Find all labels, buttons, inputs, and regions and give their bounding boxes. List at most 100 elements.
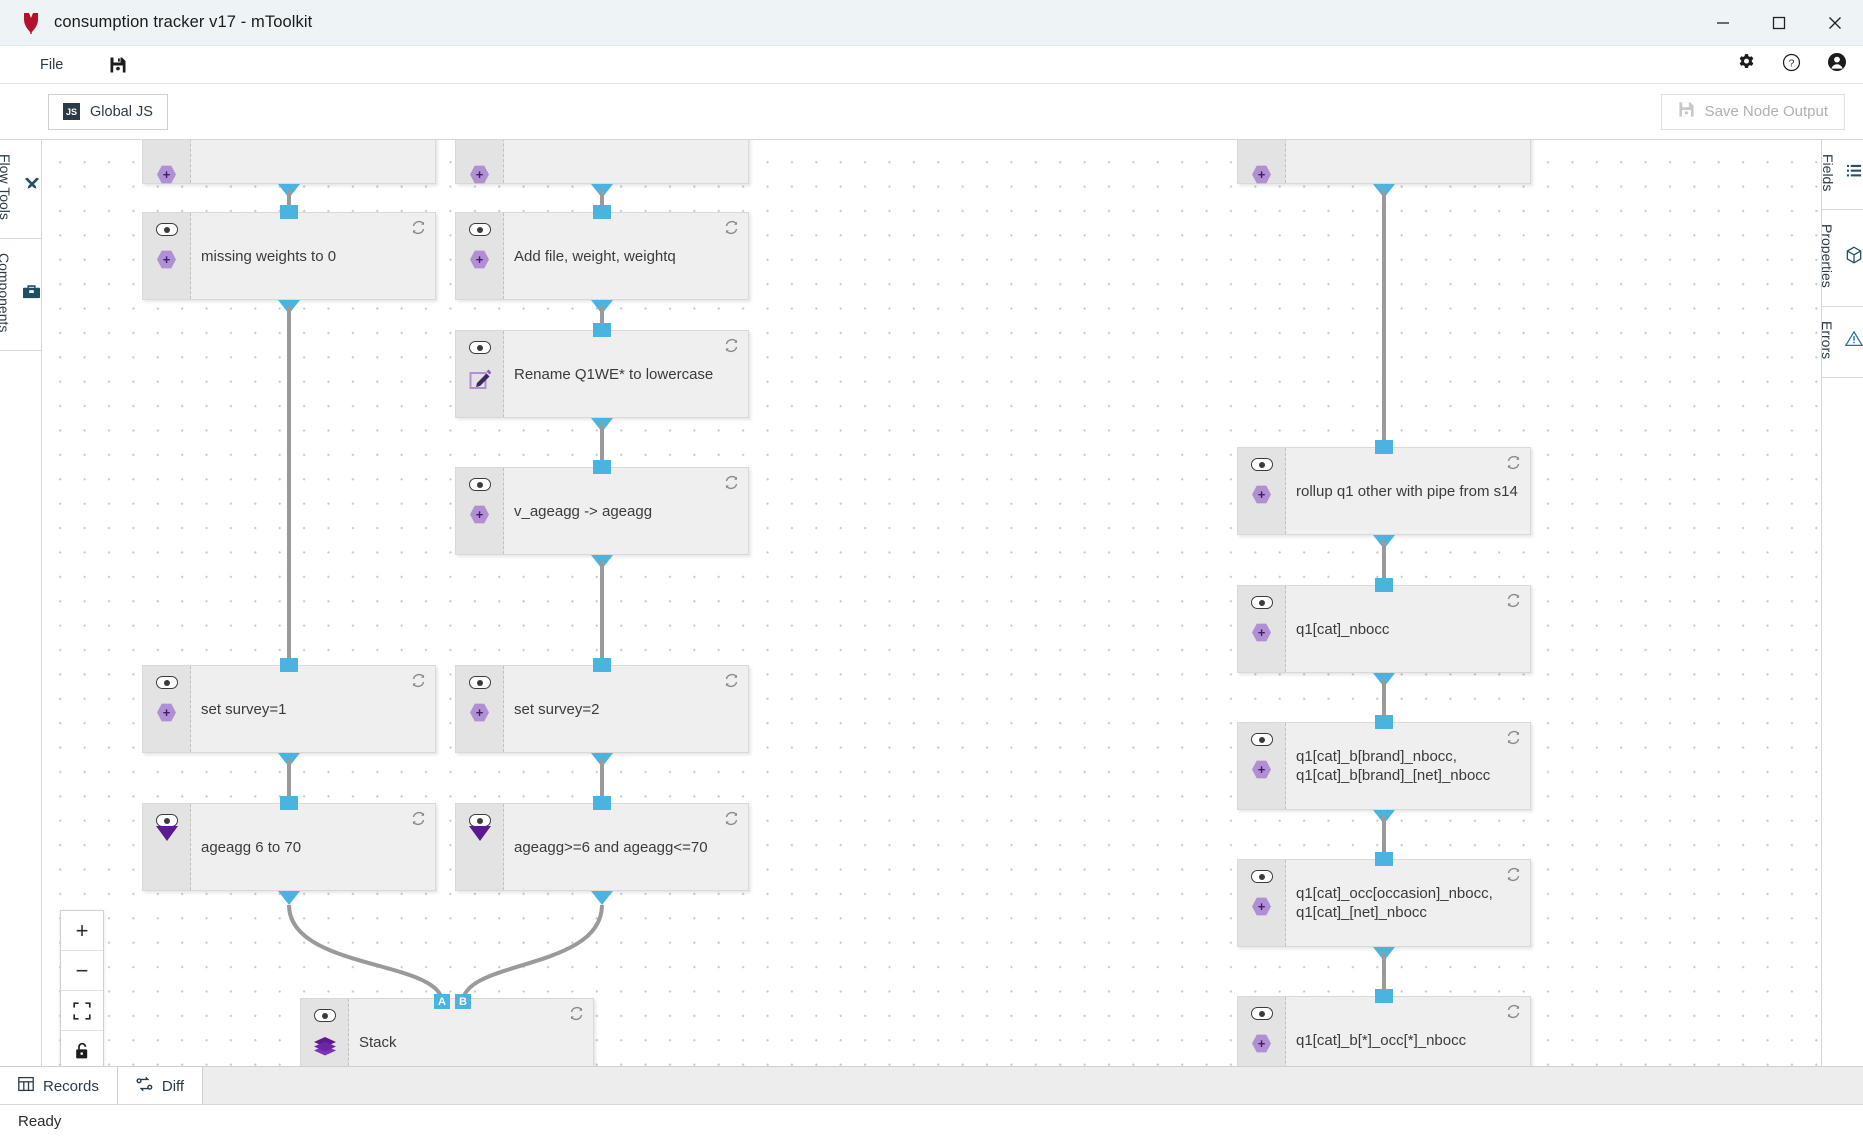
refresh-icon[interactable] — [1506, 1004, 1521, 1024]
node-body[interactable]: q1[cat]_b[*]_occ[*]_nbocc — [1286, 997, 1530, 1083]
tab-records[interactable]: Records — [0, 1067, 118, 1105]
zoom-in-button[interactable]: + — [61, 911, 103, 951]
menu-item-file[interactable]: File — [40, 56, 64, 73]
node-body[interactable]: ageagg 6 to 70 — [191, 804, 435, 890]
node-input-port[interactable] — [1375, 578, 1393, 592]
node-input-port[interactable] — [593, 658, 611, 672]
refresh-icon[interactable] — [724, 475, 739, 495]
refresh-icon[interactable] — [724, 220, 739, 240]
flow-canvas-grid[interactable]: ++++missing weights to 0+Add file, weigh… — [42, 140, 1821, 1138]
node-output-port[interactable] — [278, 891, 300, 905]
refresh-icon[interactable] — [411, 220, 426, 240]
sidebar-item-components[interactable]: Components — [0, 239, 41, 352]
node-body[interactable] — [1286, 140, 1530, 183]
account-user-icon[interactable] — [1827, 52, 1847, 77]
node-body[interactable]: Add file, weight, weightq — [504, 213, 748, 299]
flow-node[interactable]: +rollup q1 other with pipe from s14 — [1237, 447, 1531, 535]
visibility-eye-icon[interactable] — [155, 814, 178, 827]
sidebar-item-properties[interactable]: Properties — [1819, 210, 1863, 308]
node-body[interactable]: missing weights to 0 — [191, 213, 435, 299]
visibility-eye-icon[interactable] — [468, 223, 491, 236]
flow-node[interactable]: + — [142, 140, 436, 184]
sidebar-item-flow-tools[interactable]: Flow Tools — [0, 140, 41, 239]
flow-node[interactable]: ageagg>=6 and ageagg<=70 — [455, 803, 749, 891]
flow-node[interactable]: +set survey=2 — [455, 665, 749, 753]
flow-node[interactable]: +missing weights to 0 — [142, 212, 436, 300]
refresh-icon[interactable] — [724, 673, 739, 693]
node-body[interactable]: q1[cat]_nbocc — [1286, 586, 1530, 672]
settings-gear-icon[interactable] — [1737, 53, 1756, 77]
flow-node[interactable]: Rename Q1WE* to lowercase — [455, 330, 749, 418]
visibility-eye-icon[interactable] — [313, 1009, 336, 1022]
help-question-icon[interactable]: ? — [1782, 53, 1801, 77]
node-input-port[interactable] — [1375, 715, 1393, 729]
visibility-eye-icon[interactable] — [468, 676, 491, 689]
node-input-port[interactable] — [593, 460, 611, 474]
visibility-eye-icon[interactable] — [1250, 596, 1273, 609]
node-input-port[interactable] — [280, 796, 298, 810]
visibility-eye-icon[interactable] — [1250, 870, 1273, 883]
visibility-eye-icon[interactable] — [468, 478, 491, 491]
node-body[interactable]: set survey=2 — [504, 666, 748, 752]
node-input-port[interactable] — [1375, 989, 1393, 1003]
flow-node[interactable]: + — [455, 140, 749, 184]
node-input-port[interactable] — [280, 205, 298, 219]
node-input-port[interactable] — [1375, 852, 1393, 866]
refresh-icon[interactable] — [411, 811, 426, 831]
sidebar-item-fields[interactable]: Fields — [1820, 140, 1863, 211]
node-input-port[interactable] — [1375, 440, 1393, 454]
node-body[interactable]: Rename Q1WE* to lowercase — [504, 331, 748, 417]
fit-to-screen-icon[interactable] — [61, 991, 103, 1031]
minimize-icon[interactable] — [1695, 0, 1751, 46]
node-body[interactable]: ageagg>=6 and ageagg<=70 — [504, 804, 748, 890]
refresh-icon[interactable] — [1506, 867, 1521, 887]
visibility-eye-icon[interactable] — [1250, 1007, 1273, 1020]
refresh-icon[interactable] — [569, 1006, 584, 1026]
node-input-port[interactable] — [593, 323, 611, 337]
close-icon[interactable] — [1807, 0, 1863, 46]
visibility-eye-icon[interactable] — [1250, 458, 1273, 471]
flow-node[interactable]: +set survey=1 — [142, 665, 436, 753]
flow-node[interactable]: ageagg 6 to 70 — [142, 803, 436, 891]
refresh-icon[interactable] — [724, 338, 739, 358]
node-body[interactable]: Stack — [349, 999, 593, 1085]
node-body[interactable]: v_ageagg -> ageagg — [504, 468, 748, 554]
zoom-out-button[interactable]: − — [61, 951, 103, 991]
sidebar-item-errors[interactable]: Errors — [1819, 307, 1863, 379]
flow-canvas-area[interactable]: ++++missing weights to 0+Add file, weigh… — [42, 140, 1821, 1138]
visibility-eye-icon[interactable] — [155, 676, 178, 689]
node-body[interactable]: q1[cat]_b[brand]_nbocc, q1[cat]_b[brand]… — [1286, 723, 1530, 809]
tab-diff[interactable]: Diff — [117, 1067, 204, 1105]
flow-node[interactable]: + — [1237, 140, 1531, 184]
global-js-button[interactable]: JS Global JS — [48, 93, 168, 130]
node-body[interactable] — [191, 140, 435, 183]
node-input-port[interactable] — [593, 796, 611, 810]
flow-node[interactable]: +v_ageagg -> ageagg — [455, 467, 749, 555]
node-body[interactable]: rollup q1 other with pipe from s14 — [1286, 448, 1530, 534]
flow-node[interactable]: +q1[cat]_b[brand]_nbocc, q1[cat]_b[brand… — [1237, 722, 1531, 810]
node-body[interactable]: set survey=1 — [191, 666, 435, 752]
flow-node[interactable]: +q1[cat]_occ[occasion]_nbocc, q1[cat]_[n… — [1237, 859, 1531, 947]
node-input-port[interactable] — [280, 658, 298, 672]
visibility-eye-icon[interactable] — [468, 814, 491, 827]
flow-node[interactable]: +q1[cat]_nbocc — [1237, 585, 1531, 673]
visibility-eye-icon[interactable] — [1250, 733, 1273, 746]
stack-input-port-a[interactable]: A — [434, 994, 450, 1009]
visibility-eye-icon[interactable] — [468, 341, 491, 354]
node-body[interactable]: q1[cat]_occ[occasion]_nbocc, q1[cat]_[ne… — [1286, 860, 1530, 946]
unlocked-padlock-icon[interactable] — [61, 1031, 103, 1071]
visibility-eye-icon[interactable] — [155, 223, 178, 236]
refresh-icon[interactable] — [1506, 593, 1521, 613]
node-output-port[interactable] — [591, 891, 613, 905]
save-node-output-button[interactable]: Save Node Output — [1660, 93, 1845, 130]
flow-node[interactable]: +Add file, weight, weightq — [455, 212, 749, 300]
maximize-icon[interactable] — [1751, 0, 1807, 46]
node-body[interactable] — [504, 140, 748, 183]
node-input-port[interactable] — [593, 205, 611, 219]
save-disk-icon[interactable] — [109, 56, 127, 74]
refresh-icon[interactable] — [411, 673, 426, 693]
refresh-icon[interactable] — [1506, 455, 1521, 475]
refresh-icon[interactable] — [724, 811, 739, 831]
refresh-icon[interactable] — [1506, 730, 1521, 750]
stack-input-port-b[interactable]: B — [455, 994, 471, 1009]
